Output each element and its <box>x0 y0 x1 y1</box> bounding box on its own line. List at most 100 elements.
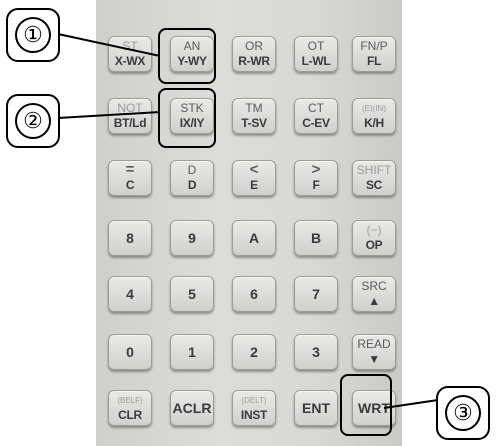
key-kh-secondary-label: (E)(IN) <box>362 104 386 113</box>
key-kh[interactable]: (E)(IN) K/H <box>352 98 396 134</box>
key-read-primary-label: ▼ <box>368 352 380 366</box>
key-src-secondary-label: SRC <box>361 279 387 293</box>
key-ent[interactable]: ENT <box>294 390 338 426</box>
key-b[interactable]: B <box>294 220 338 256</box>
key-e[interactable]: <E <box>232 160 276 196</box>
key-a[interactable]: A <box>232 220 276 256</box>
key-clr-primary-label: CLR <box>118 408 142 422</box>
marker-2: ② <box>6 94 60 148</box>
key-not-primary-label: BT/Ld <box>113 116 147 130</box>
key-6-label: 6 <box>250 286 258 302</box>
marker-3-label: ③ <box>445 395 481 431</box>
key-inst-secondary-label: (DELT) <box>241 396 267 405</box>
key-7[interactable]: 7 <box>294 276 338 312</box>
key-or-secondary-label: OR <box>245 39 263 53</box>
key-sc-primary-label: SC <box>365 178 383 192</box>
key-tm-primary-label: T-SV <box>241 116 267 130</box>
key-b-label: B <box>310 230 322 246</box>
key-kh-primary-label: K/H <box>364 116 384 130</box>
callout-line-3 <box>383 399 439 409</box>
key-aclr[interactable]: ACLR <box>170 390 214 426</box>
key-clr[interactable]: (BELF) CLR <box>108 390 152 426</box>
key-4[interactable]: 4 <box>108 276 152 312</box>
key-fnp-primary-label: FL <box>366 54 382 68</box>
key-wrt[interactable]: WRT <box>352 390 396 426</box>
key-9[interactable]: 9 <box>170 220 214 256</box>
key-5-label: 5 <box>188 286 196 302</box>
key-0-label: 0 <box>126 344 134 360</box>
key-ot-secondary-label: OT <box>307 39 325 53</box>
callout-line-2 <box>57 111 161 119</box>
key-a-label: A <box>248 230 260 246</box>
key-an-primary-label: Y-WY <box>177 54 207 68</box>
key-stk-secondary-label: STK <box>180 101 204 115</box>
key-8[interactable]: 8 <box>108 220 152 256</box>
key-8-label: 8 <box>126 230 134 246</box>
key-fnp-secondary-label: FN/P <box>360 39 388 53</box>
key-src-primary-label: ▲ <box>368 294 380 308</box>
highlight-box-wrt <box>340 374 392 436</box>
key-st-primary-label: X-WX <box>114 54 146 68</box>
key-d-secondary-label: D <box>187 163 197 177</box>
key-5[interactable]: 5 <box>170 276 214 312</box>
key-tm-secondary-label: TM <box>245 101 263 115</box>
key-c-primary-label: C <box>125 178 135 192</box>
marker-1: ① <box>6 8 60 62</box>
key-f[interactable]: >F <box>294 160 338 196</box>
key-stk-primary-label: IX/IY <box>179 116 205 130</box>
marker-1-label: ① <box>15 17 51 53</box>
key-f-primary-label: F <box>312 178 320 192</box>
marker-2-label: ② <box>15 103 51 139</box>
key-read-secondary-label: READ <box>357 337 391 351</box>
key-sc-secondary-label: SHIFT <box>356 163 392 177</box>
key-1[interactable]: 1 <box>170 334 214 370</box>
key-op-primary-label: OP <box>365 238 383 252</box>
key-e-primary-label: E <box>250 178 258 192</box>
key-op[interactable]: (−)OP <box>352 220 396 256</box>
key-1-label: 1 <box>188 344 196 360</box>
key-3[interactable]: 3 <box>294 334 338 370</box>
key-ct-primary-label: C-EV <box>302 116 330 130</box>
key-d-primary-label: D <box>187 178 197 192</box>
key-4-label: 4 <box>126 286 134 302</box>
marker-3: ③ <box>436 386 490 440</box>
key-ct-secondary-label: CT <box>308 101 324 115</box>
key-0[interactable]: 0 <box>108 334 152 370</box>
key-inst-primary-label: INST <box>240 408 268 422</box>
highlight-box-an <box>158 28 216 84</box>
key-c-secondary-label: = <box>125 161 135 178</box>
key-ot-primary-label: L-WL <box>301 54 331 68</box>
key-an-secondary-label: AN <box>183 39 201 53</box>
key-f-secondary-label: > <box>311 161 321 178</box>
key-or-primary-label: R-WR <box>238 54 270 68</box>
key-src[interactable]: SRC▲ <box>352 276 396 312</box>
key-7-label: 7 <box>312 286 320 302</box>
key-c[interactable]: =C <box>108 160 152 196</box>
key-2-label: 2 <box>250 344 258 360</box>
key-2[interactable]: 2 <box>232 334 276 370</box>
callout-line-1 <box>57 33 161 57</box>
key-clr-secondary-label: (BELF) <box>117 396 143 405</box>
key-3-label: 3 <box>312 344 320 360</box>
key-op-secondary-label: (−) <box>366 223 382 237</box>
key-aclr-label: ACLR <box>172 400 212 416</box>
key-ent-label: ENT <box>302 400 330 416</box>
key-read[interactable]: READ▼ <box>352 334 396 370</box>
key-6[interactable]: 6 <box>232 276 276 312</box>
key-not-secondary-label: NOT <box>117 101 143 115</box>
key-9-label: 9 <box>188 230 196 246</box>
key-inst[interactable]: (DELT) INST <box>232 390 276 426</box>
highlight-box-stk <box>158 88 216 148</box>
